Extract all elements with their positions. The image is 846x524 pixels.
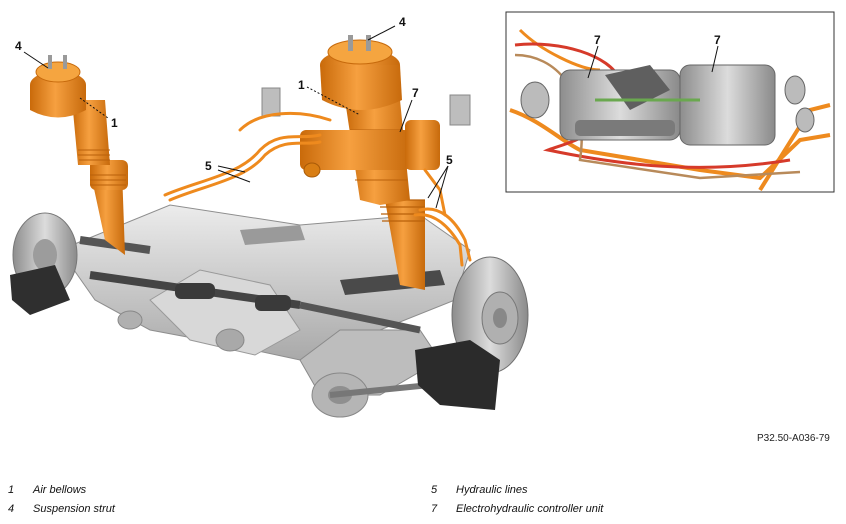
callout-7-inset-a: 7 [594, 33, 601, 47]
callout-7-main: 7 [412, 86, 419, 100]
left-suspension-strut [30, 55, 128, 255]
inset-detail [505, 11, 835, 193]
right-brake [415, 256, 529, 410]
right-suspension-strut [320, 35, 425, 290]
legend-label: Hydraulic lines [456, 484, 528, 496]
callout-1-right: 1 [298, 78, 305, 92]
left-brake [10, 212, 78, 315]
legend-label: Electrohydraulic controller unit [456, 503, 604, 515]
legend-number: 5 [431, 484, 438, 496]
callout-7-inset-b: 7 [714, 33, 721, 47]
legend-number: 4 [8, 503, 15, 515]
callout-1-left: 1 [111, 116, 118, 130]
figure-reference: P32.50-A036-79 [757, 433, 830, 444]
callout-4-right: 4 [399, 15, 406, 29]
callout-4-left: 4 [15, 39, 22, 53]
legend-label: Air bellows [33, 484, 87, 496]
callout-5-left: 5 [205, 159, 212, 173]
drive-shafts [89, 271, 421, 334]
leader-lines [23, 25, 449, 209]
callout-5-right: 5 [446, 153, 453, 167]
hydraulic-lines [163, 111, 472, 267]
rear-axle-illustration: 1 4 5 4 1 7 5 7 7 [10, 11, 835, 418]
controller-unit [261, 87, 471, 178]
legend-number: 1 [8, 484, 15, 496]
legend-number: 7 [431, 503, 438, 515]
legend-label: Suspension strut [33, 503, 115, 515]
